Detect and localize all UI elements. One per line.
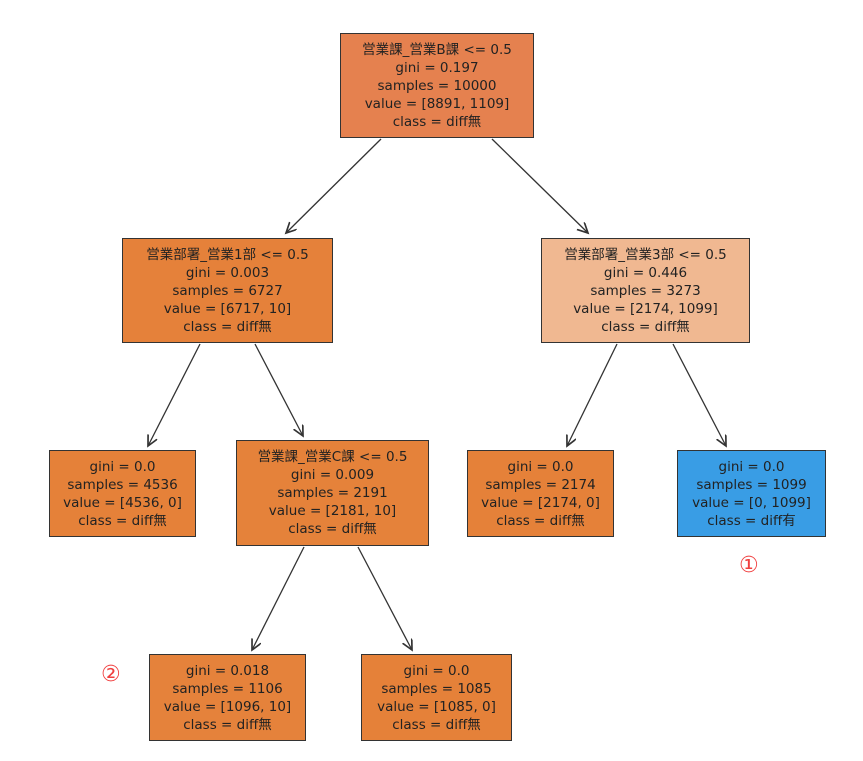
node-text-line: 営業課_営業B課 <= 0.5	[362, 41, 512, 58]
tree-node-n4: 営業課_営業C課 <= 0.5 gini = 0.009 samples = 219…	[236, 440, 429, 546]
node-text-line: gini = 0.0	[507, 458, 574, 475]
node-text-line: samples = 1099	[696, 476, 807, 493]
annotation-mark-1: ①	[739, 553, 759, 578]
annotation-mark-2: ②	[101, 662, 121, 687]
node-text-line: samples = 6727	[172, 282, 283, 299]
node-text-line: value = [2174, 1099]	[573, 300, 718, 317]
node-text-line: gini = 0.018	[185, 662, 270, 679]
node-text-line: value = [8891, 1109]	[364, 95, 510, 112]
node-text-line: samples = 4536	[67, 476, 178, 493]
node-text-line: gini = 0.197	[395, 59, 479, 76]
edge-arrow-n2-n5	[567, 343, 618, 446]
node-text-line: value = [1085, 0]	[377, 698, 496, 715]
node-text-line: class = diff有	[707, 512, 796, 529]
edge-arrow-n1-n4	[254, 343, 303, 436]
node-text-line: class = diff無	[392, 716, 481, 733]
node-text-line: class = diff無	[78, 512, 167, 529]
node-text-line: gini = 0.0	[718, 458, 785, 475]
node-text-line: class = diff無	[183, 318, 272, 335]
node-text-line: samples = 3273	[590, 282, 701, 299]
node-text-line: value = [0, 1099]	[692, 494, 811, 511]
node-text-line: 営業部署_営業3部 <= 0.5	[564, 246, 727, 263]
node-text-line: value = [2174, 0]	[481, 494, 600, 511]
node-text-line: value = [4536, 0]	[63, 494, 182, 511]
edge-arrow-n2-n6	[672, 343, 726, 446]
node-text-line: class = diff無	[392, 113, 482, 130]
node-text-line: gini = 0.0	[403, 662, 470, 679]
node-text-line: samples = 10000	[377, 77, 497, 94]
node-text-line: samples = 1085	[381, 680, 492, 697]
node-text-line: class = diff無	[496, 512, 585, 529]
node-text-line: samples = 2191	[277, 485, 388, 501]
edge-arrow-n4-n8	[357, 546, 412, 650]
node-text-line: samples = 1106	[172, 680, 283, 697]
node-text-line: value = [6717, 10]	[163, 300, 292, 317]
node-text-line: gini = 0.446	[603, 264, 688, 281]
node-text-line: gini = 0.003	[185, 264, 270, 281]
node-text-line: gini = 0.009	[290, 467, 375, 483]
node-text-line: class = diff無	[183, 716, 272, 733]
edge-arrow-root-n2	[491, 138, 588, 233]
node-text-line: samples = 2174	[485, 476, 596, 493]
edge-arrow-n1-n3	[148, 343, 201, 446]
node-text-line: 営業部署_営業1部 <= 0.5	[146, 246, 309, 263]
edge-arrow-root-n1	[286, 138, 382, 233]
node-text-line: gini = 0.0	[89, 458, 156, 475]
edge-arrow-n4-n7	[252, 546, 305, 650]
node-text-line: 営業課_営業C課 <= 0.5	[257, 449, 408, 465]
node-text-line: value = [1096, 10]	[163, 698, 292, 715]
node-text-line: class = diff無	[601, 318, 690, 335]
node-text-line: value = [2181, 10]	[268, 503, 397, 519]
node-text-line: class = diff無	[288, 521, 377, 537]
